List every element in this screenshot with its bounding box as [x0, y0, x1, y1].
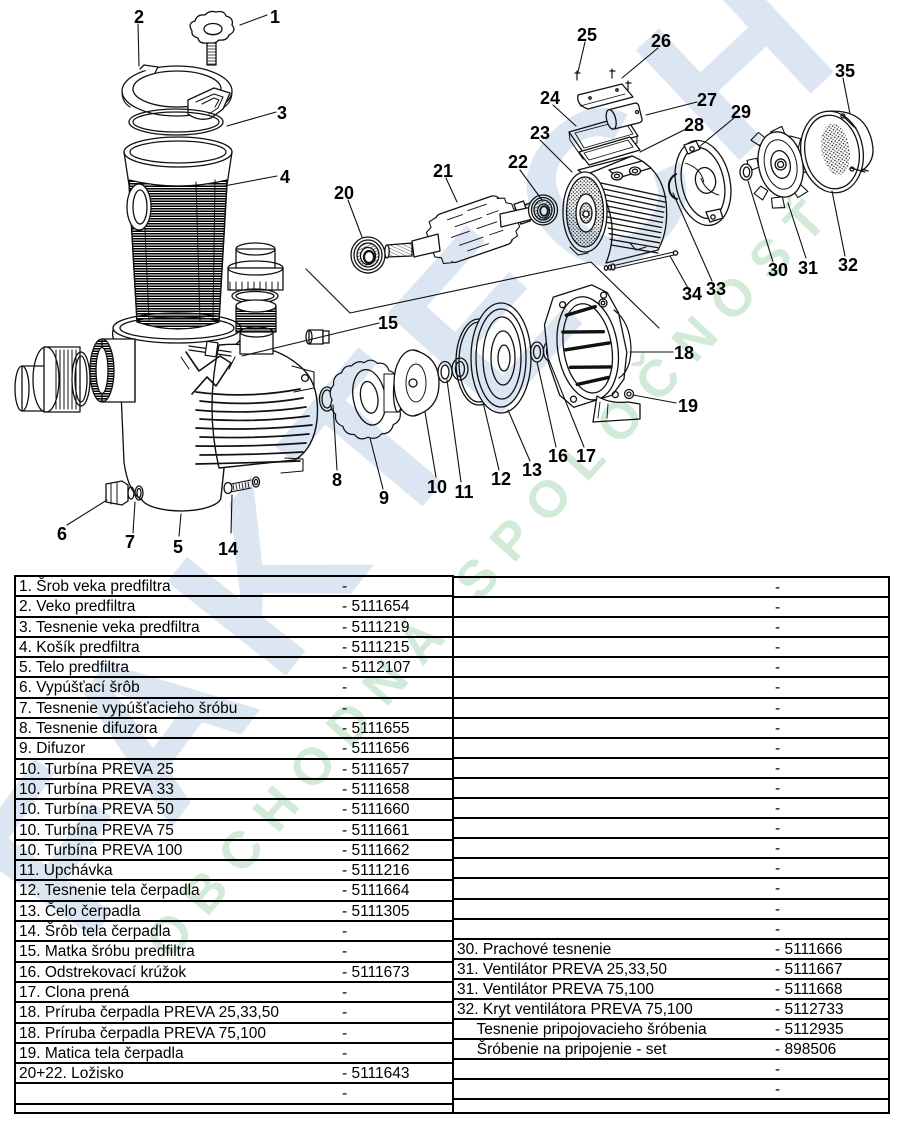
svg-text:28: 28 — [684, 115, 704, 135]
svg-text:16: 16 — [548, 446, 568, 466]
svg-text:25: 25 — [577, 25, 597, 45]
svg-text:13: 13 — [522, 460, 542, 480]
svg-text:29: 29 — [731, 102, 751, 122]
svg-text:20: 20 — [334, 183, 354, 203]
svg-text:26: 26 — [651, 31, 671, 51]
svg-text:21: 21 — [433, 161, 453, 181]
svg-text:30: 30 — [768, 260, 788, 280]
svg-text:15: 15 — [378, 313, 398, 333]
svg-text:27: 27 — [697, 90, 717, 110]
svg-text:11: 11 — [454, 482, 473, 502]
svg-text:24: 24 — [540, 88, 560, 108]
svg-text:3: 3 — [277, 103, 287, 123]
svg-text:1: 1 — [270, 7, 280, 27]
svg-text:22: 22 — [508, 152, 528, 172]
svg-text:23: 23 — [530, 123, 550, 143]
svg-text:35: 35 — [835, 61, 855, 81]
svg-text:4: 4 — [280, 167, 290, 187]
svg-text:34: 34 — [682, 284, 702, 304]
svg-text:7: 7 — [125, 532, 135, 552]
svg-text:18: 18 — [674, 343, 694, 363]
svg-text:33: 33 — [706, 279, 726, 299]
svg-text:12: 12 — [491, 469, 511, 489]
svg-text:9: 9 — [379, 488, 389, 508]
svg-text:17: 17 — [576, 446, 596, 466]
svg-text:14: 14 — [218, 539, 238, 559]
svg-text:31: 31 — [798, 258, 818, 278]
svg-text:5: 5 — [173, 537, 183, 557]
svg-text:8: 8 — [332, 470, 342, 490]
svg-text:6: 6 — [57, 524, 67, 544]
svg-text:2: 2 — [134, 7, 144, 27]
svg-text:10: 10 — [427, 477, 447, 497]
svg-text:32: 32 — [838, 255, 858, 275]
svg-text:19: 19 — [678, 396, 698, 416]
